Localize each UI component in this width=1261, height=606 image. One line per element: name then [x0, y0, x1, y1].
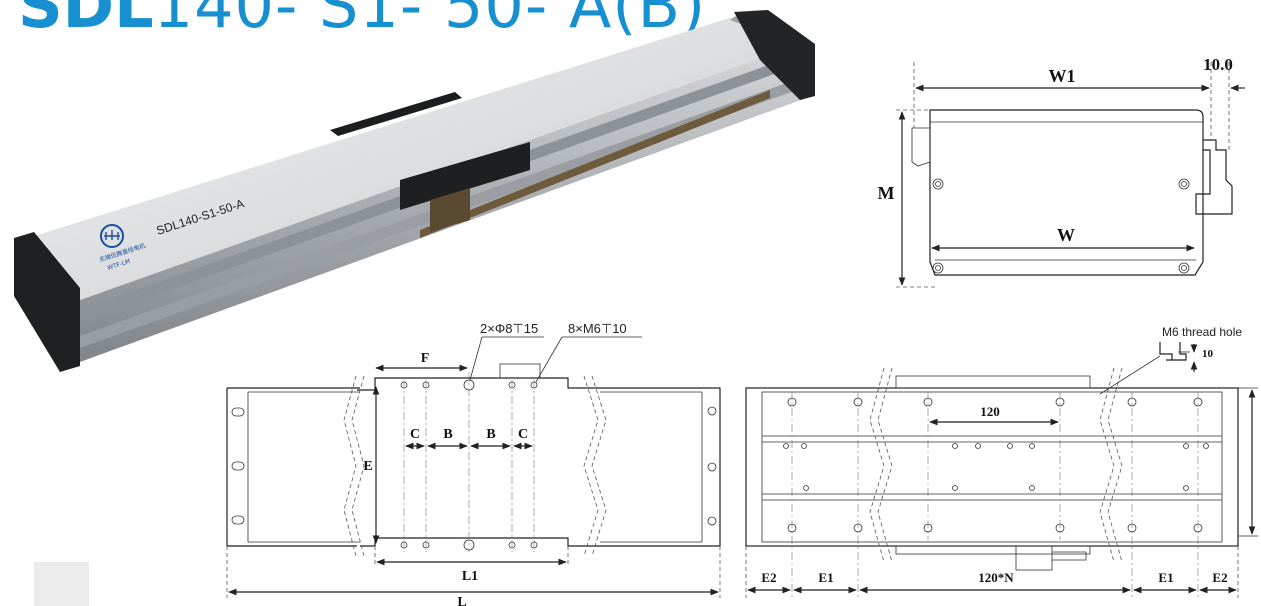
dim-c-right-label: C: [518, 427, 528, 442]
page-title: SDL140- S1- 50- A(B): [18, 0, 706, 47]
end-view-drawing: W1 10.0 W M: [878, 55, 1245, 288]
dim-w-label: W: [1057, 225, 1075, 245]
top-view-drawing: 2×Φ8⊤15 8×M6⊤10 F C B B C E L1 L: [226, 321, 721, 606]
note-thread-depth: 10: [1202, 348, 1214, 360]
bottom-view-drawing: 120 M6 thread hole 10 E2 E1 120*N E1 E2: [745, 325, 1258, 598]
note-holes-b: 8×M6⊤10: [568, 321, 627, 336]
dim-b-right-label: B: [486, 427, 495, 442]
dim-e2-left-label: E2: [761, 570, 776, 585]
dim-m-label: M: [878, 183, 895, 203]
dim-b-left-label: B: [443, 427, 452, 442]
dim-l-label: L: [457, 595, 466, 606]
title-model: 140- S1- 50- A(B): [153, 0, 707, 42]
dim-e1-right-label: E1: [1158, 570, 1173, 585]
note-thread-hole: M6 thread hole: [1162, 325, 1242, 339]
dim-e2-right-label: E2: [1212, 570, 1227, 585]
dim-pitch-label: 120: [980, 404, 1000, 419]
placeholder-swatch: [34, 562, 89, 606]
actuator-render: 无锡伍腾直线电机 WTF-LM SDL140-S1-50-A: [14, 10, 815, 372]
dim-n-label: 120*N: [978, 570, 1014, 585]
dim-w1-label: W1: [1049, 66, 1076, 86]
dim-e-label: E: [363, 459, 372, 474]
title-prefix: SDL: [18, 0, 154, 42]
dim-f-label: F: [421, 351, 430, 366]
note-holes-a: 2×Φ8⊤15: [480, 321, 538, 336]
brand-logo-icon: [100, 224, 124, 248]
dim-e1-left-label: E1: [818, 570, 833, 585]
dim-l1-label: L1: [462, 569, 478, 584]
dim-offset-label: 10.0: [1203, 55, 1233, 74]
dim-c-left-label: C: [410, 427, 420, 442]
